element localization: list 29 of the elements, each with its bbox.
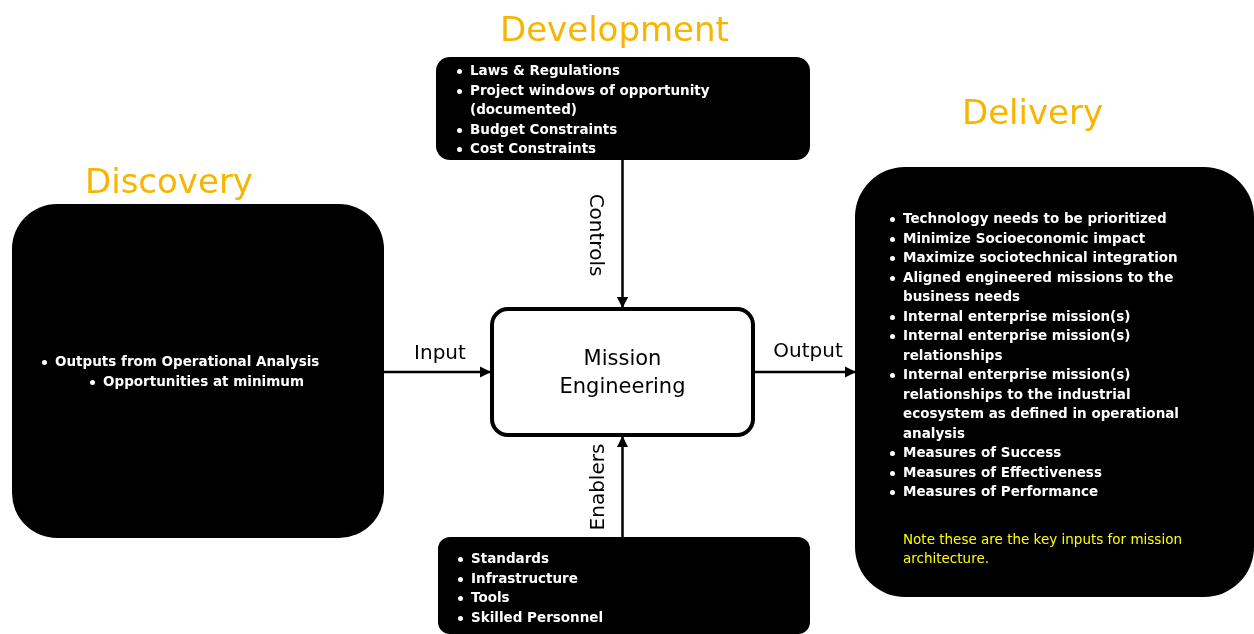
bullet-item: Skilled Personnel bbox=[471, 607, 605, 627]
section-heading: Discovery bbox=[85, 164, 253, 198]
section-heading: Development bbox=[500, 12, 729, 46]
bullet-item: Outputs from Operational Analysis bbox=[55, 352, 321, 371]
arrow bbox=[616, 160, 629, 309]
bullet-item: Cost Constraints bbox=[470, 139, 598, 158]
bullet-item: Technology needs to be prioritized bbox=[903, 209, 1168, 228]
bullet-item: Maximize sociotechnical integration bbox=[903, 248, 1179, 267]
arrow bbox=[755, 366, 857, 378]
bullet-item: Infrastructure bbox=[471, 568, 579, 588]
bullet-item: Opportunities at minimum bbox=[103, 371, 305, 391]
bullet-item: Internal enterprise mission(s) bbox=[903, 306, 1132, 326]
bullet-item: Internal enterprise mission(s) relationships to the industrial ecosystem as defined in operational analysis bbox=[903, 365, 1180, 443]
bullet-item: Aligned engineered missions to the business needs bbox=[903, 267, 1175, 306]
bullet-item: Minimize Socioeconomic impact bbox=[903, 228, 1147, 248]
note-text: Note these are the key inputs for mission architecture. bbox=[903, 529, 1183, 568]
bullet-item: Measures of Success bbox=[903, 443, 1063, 462]
bullet-item: Measures of Effectiveness bbox=[903, 462, 1103, 482]
bullet-item: Internal enterprise mission(s) relationships bbox=[903, 326, 1132, 365]
section-heading: Delivery bbox=[962, 95, 1104, 129]
bullet-item: Standards bbox=[471, 549, 551, 568]
bullet-item: Tools bbox=[471, 588, 511, 607]
bullet-item: Project windows of opportunity (documented) bbox=[470, 80, 711, 119]
arrow bbox=[384, 366, 492, 378]
bullet-item: Budget Constraints bbox=[470, 119, 619, 139]
bullet-item: Measures of Performance bbox=[903, 482, 1100, 501]
arrow bbox=[616, 435, 629, 537]
process-label: Mission Engineering bbox=[558, 345, 687, 400]
bullet-item: Laws & Regulations bbox=[470, 61, 621, 80]
